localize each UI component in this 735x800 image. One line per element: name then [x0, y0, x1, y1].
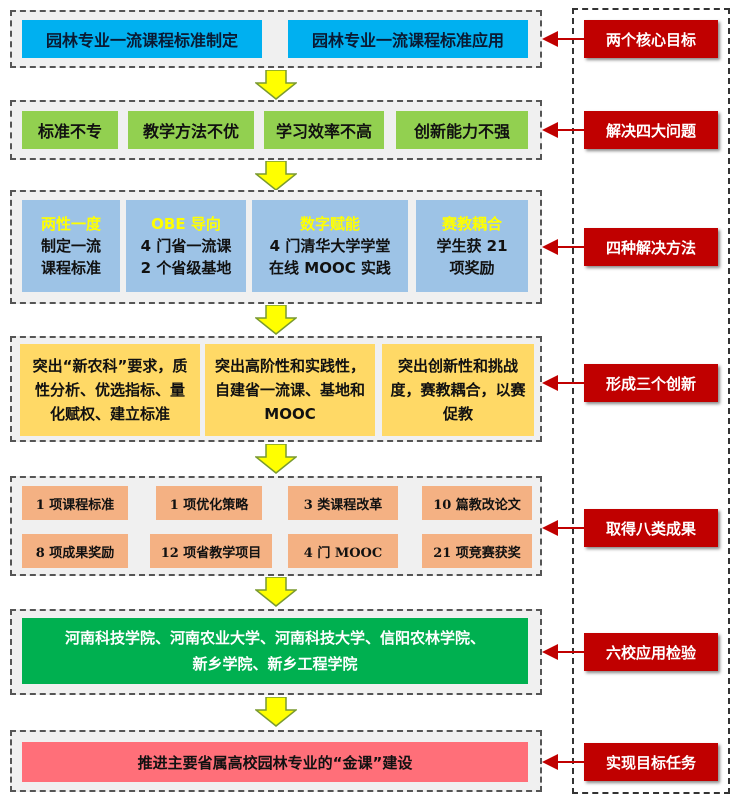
row2-item-4: 创新能力不强	[396, 111, 528, 149]
row5-item-2: 1 项优化策略	[156, 486, 262, 520]
side-label-7: 实现目标任务	[584, 743, 718, 781]
row6-box: 河南科技学院、河南农业大学、河南科技大学、信阳农林学院、 新乡学院、新乡工程学院	[22, 618, 528, 684]
side-label-5: 取得八类成果	[584, 509, 718, 547]
row2-item-1: 标准不专	[22, 111, 118, 149]
side-label-1: 两个核心目标	[584, 20, 718, 58]
row5-item-1: 1 项课程标准	[22, 486, 128, 520]
down-arrow-icon	[255, 305, 297, 335]
row3-item-3-line-2: 在线 MOOC 实践	[269, 259, 391, 277]
row2-item-3: 学习效率不高	[264, 111, 384, 149]
row5-item-6: 12 项省教学项目	[150, 534, 272, 568]
row3-item-2-heading: OBE 导向	[151, 215, 221, 233]
row3-item-2-line-1: 4 门省一流课	[140, 237, 232, 255]
row4-item-1: 突出“新农科”要求，质性分析、优选指标、量化赋权、建立标准	[20, 344, 200, 436]
side-label-4: 形成三个创新	[584, 364, 718, 402]
row1-item-2: 园林专业一流课程标准应用	[288, 20, 528, 58]
row2-item-2: 教学方法不优	[128, 111, 254, 149]
row3-item-3: 数字赋能 4 门清华大学学堂 在线 MOOC 实践	[252, 200, 408, 292]
row3-item-3-line-1: 4 门清华大学学堂	[269, 237, 391, 255]
row3-item-1-heading: 两性一度	[40, 215, 101, 233]
row5-item-3: 3 类课程改革	[288, 486, 398, 520]
side-label-2: 解决四大问题	[584, 111, 718, 149]
down-arrow-icon	[255, 577, 297, 607]
row5-item-7: 4 门 MOOC	[288, 534, 398, 568]
row6-line-2: 新乡学院、新乡工程学院	[192, 655, 358, 673]
row3-item-3-heading: 数字赋能	[299, 215, 360, 233]
row5-item-8: 21 项竞赛获奖	[422, 534, 532, 568]
row7-box: 推进主要省属高校园林专业的“金课”建设	[22, 742, 528, 782]
row3-item-4-line-1: 学生获 21	[436, 237, 508, 255]
row3-item-1-line-1: 制定一流	[40, 237, 101, 255]
row3-item-1: 两性一度 制定一流 课程标准	[22, 200, 120, 292]
side-label-3: 四种解决方法	[584, 228, 718, 266]
side-panel	[572, 8, 730, 794]
connector-arrows	[542, 31, 584, 770]
row3-item-2-line-2: 2 个省级基地	[140, 259, 232, 277]
row6-line-1: 河南科技学院、河南农业大学、河南科技大学、信阳农林学院、	[64, 629, 485, 647]
row3-item-4-heading: 赛教耦合	[441, 215, 502, 233]
row3-item-4: 赛教耦合 学生获 21 项奖励	[416, 200, 528, 292]
down-arrow-icon	[255, 70, 297, 100]
row3-item-1-line-2: 课程标准	[40, 259, 101, 277]
row5-item-5: 8 项成果奖励	[22, 534, 128, 568]
row5-item-4: 10 篇教改论文	[422, 486, 532, 520]
row4-item-3: 突出创新性和挑战度，赛教耦合，以赛促教	[382, 344, 534, 436]
down-arrow-icon	[255, 161, 297, 191]
down-arrow-icon	[255, 444, 297, 474]
row3-item-2: OBE 导向 4 门省一流课 2 个省级基地	[126, 200, 246, 292]
row4-item-2: 突出高阶性和实践性，自建省一流课、基地和 MOOC	[205, 344, 375, 436]
side-label-6: 六校应用检验	[584, 633, 718, 671]
row3-item-4-line-2: 项奖励	[449, 259, 495, 277]
row1-item-1: 园林专业一流课程标准制定	[22, 20, 262, 58]
down-arrow-icon	[255, 697, 297, 727]
